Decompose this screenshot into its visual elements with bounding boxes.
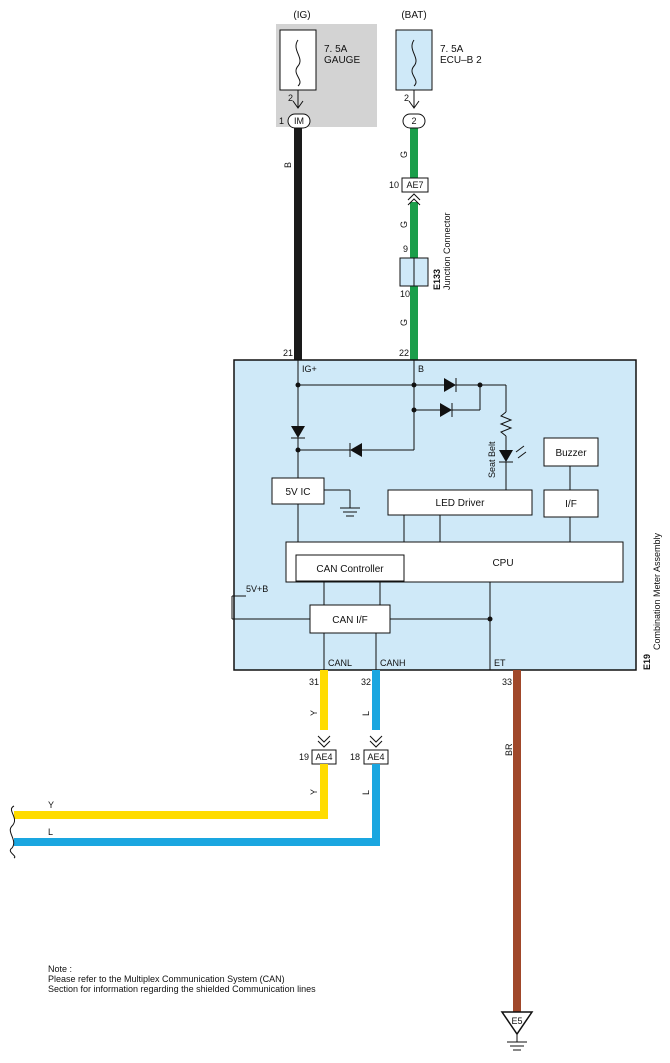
buzzer-block [543,437,599,467]
ecu-b2-pin-arrow-icon [408,100,420,109]
ae7-label: AE7 [406,180,423,190]
led-light-rays-icon [515,445,527,459]
ecu-b2-fuse-name: ECU–B 2 [440,55,482,66]
can-if-label: CAN I/F [332,615,368,626]
junction-code: E133 [432,269,442,290]
pin-ig: 21 [283,348,293,358]
canl-lower-color: Y [309,789,319,795]
wire-break-icon [9,805,16,859]
b-diode-icon [350,443,362,457]
resistor-icon [499,411,513,437]
bat-connector-label: 2 [411,116,416,126]
can-controller-label: CAN Controller [316,564,384,575]
ae4-left-pin: 19 [299,752,309,762]
ig-wire-color: B [283,162,293,168]
ae4-left-label: AE4 [315,752,332,762]
pin-canh: 32 [361,677,371,687]
meter-name: Combination Meter Assembly [652,532,662,650]
gauge-pin-arrow-icon [292,100,304,109]
et-wire-color: BR [504,743,514,756]
note-title: Note : [48,964,72,974]
terminal-b: B [418,364,424,374]
ig-diode-icon [291,426,305,438]
5v-ic-block [271,477,325,505]
ground-connector-e5 [500,1011,534,1036]
interface-label: I/F [565,499,577,510]
canh-wire-color: L [361,711,371,716]
canl-wire-color: Y [309,710,319,716]
canh-lower-color: L [361,790,371,795]
note-line-2: Section for information regarding the sh… [48,984,316,994]
im-connector-label: IM [294,116,304,126]
ae4-right-label: AE4 [367,752,384,762]
interface-block [543,489,599,518]
ae4-left-mate-icon [317,735,331,748]
ig-source-label: (IG) [293,10,310,21]
gauge-fuse-icon [295,39,301,87]
cpu-label: CPU [492,558,513,569]
ecu-b2-fuse-rating: 7. 5A [440,44,464,55]
diode-icon [444,378,456,392]
can-if-block [309,604,391,634]
junction-name: Junction Connector [442,212,452,290]
bat-wire-color-1: G [399,151,409,158]
bus-y-label: Y [48,800,54,810]
ae7-mate-icon [407,193,421,206]
meter-internal-circuit [231,360,571,670]
canl-bus-wire [14,764,328,819]
terminal-canl: CANL [328,658,352,668]
meter-code: E19 [642,654,652,670]
5v-ic-label: 5V IC [285,487,310,498]
can-controller-block [295,554,405,582]
bat-wire-color-3: G [399,319,409,326]
buzzer-label: Buzzer [555,448,587,459]
ae4-right-pin: 18 [350,752,360,762]
terminal-et: ET [494,658,506,668]
terminal-ig: IG+ [302,364,317,374]
bat-connector [402,113,426,129]
note-line-1: Please refer to the Multiplex Communicat… [48,974,285,984]
supply-label: 5V+B [246,584,268,594]
canh-bus-wire [14,764,380,846]
ecu-b2-fuse-pin: 2 [404,93,409,103]
terminal-canh: CANH [380,658,406,668]
gauge-fuse [279,29,317,91]
ae4-right-mate-icon [369,735,383,748]
im-connector-pin: 1 [279,116,284,126]
pin-canl: 31 [309,677,319,687]
ae7-pin: 10 [389,180,399,190]
im-connector [287,113,311,129]
pin-et: 33 [502,677,512,687]
pin-b: 22 [399,348,409,358]
bus-l-label: L [48,827,53,837]
diode-icon-2 [440,403,452,417]
ecu-b2-fuse [395,29,433,91]
seat-belt-led-icon [499,450,513,462]
ae7-connector [401,177,429,193]
bat-source-label: (BAT) [401,10,426,21]
led-driver-block [387,489,533,516]
seat-belt-label: Seat Belt [487,441,497,478]
ground-label: E5 [511,1016,522,1026]
gauge-fuse-pin: 2 [288,93,293,103]
gauge-fuse-name: GAUGE [324,55,360,66]
gauge-fuse-rating: 7. 5A [324,44,348,55]
bat-wire-color-2: G [399,221,409,228]
ecu-b2-fuse-icon [411,39,417,87]
junction-pin-bottom: 10 [400,289,410,299]
junction-pin-top: 9 [403,244,408,254]
led-driver-label: LED Driver [436,498,486,509]
